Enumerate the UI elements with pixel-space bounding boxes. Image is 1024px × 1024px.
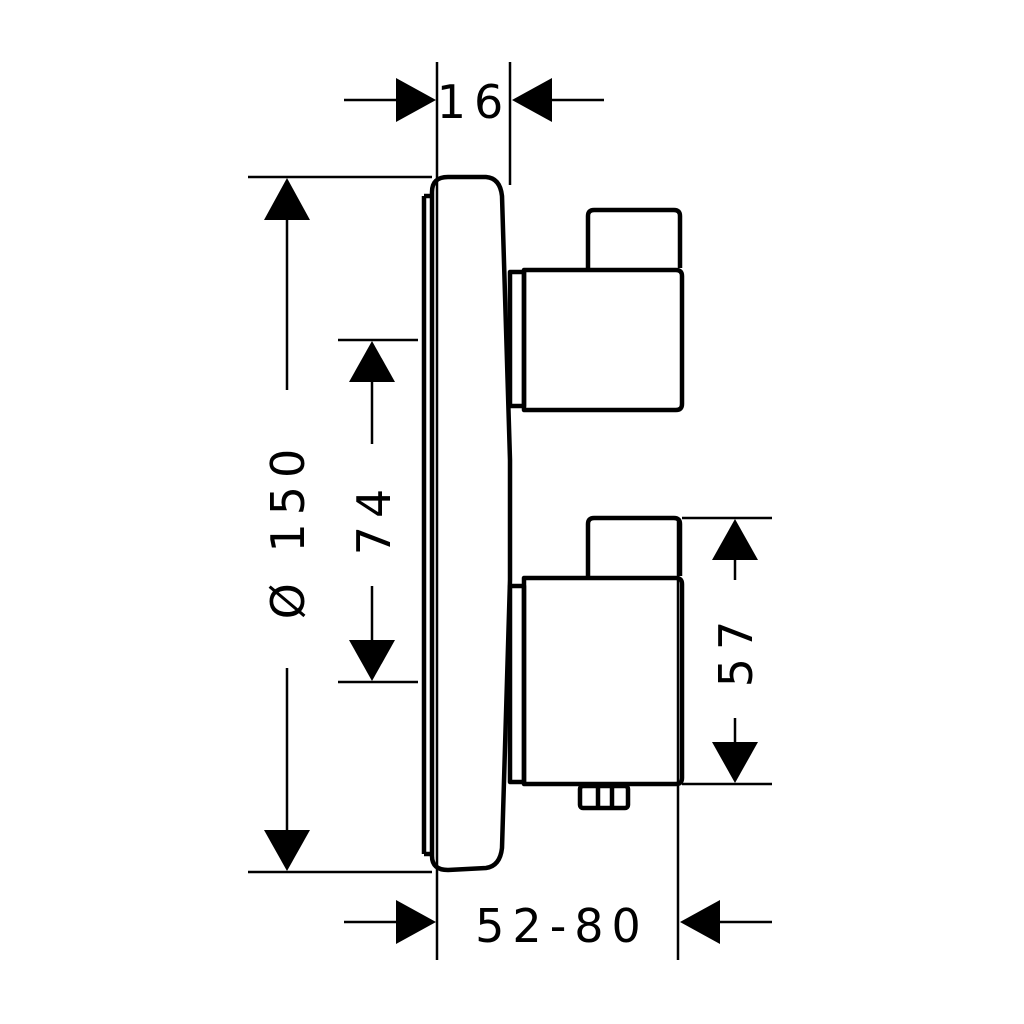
- dimension-52-80-label: 52-80: [475, 899, 649, 953]
- wall-plate: [421, 174, 513, 873]
- arrow-right-icon: [396, 900, 436, 944]
- arrow-down-icon: [264, 830, 310, 871]
- dimension-16: 16: [344, 75, 604, 129]
- dimension-57-label: 57: [709, 613, 763, 688]
- arrow-left-icon: [680, 900, 720, 944]
- dimension-16-label: 16: [437, 75, 512, 129]
- dimension-52-80: 52-80: [344, 899, 772, 953]
- lower-handle: [507, 515, 685, 811]
- arrow-up-icon: [349, 341, 395, 382]
- dimension-74-label: 74: [347, 481, 401, 556]
- upper-handle: [507, 207, 685, 413]
- dimension-diameter-label: Ø 150: [261, 441, 315, 620]
- arrow-right-icon: [396, 78, 436, 122]
- extension-lines: [248, 62, 772, 960]
- outlet-nut: [577, 783, 631, 811]
- arrow-down-icon: [712, 742, 758, 783]
- arrow-up-icon: [264, 178, 310, 220]
- dimension-74: 74: [347, 341, 401, 681]
- arrow-left-icon: [512, 78, 552, 122]
- arrow-down-icon: [349, 640, 395, 681]
- dimension-diameter-150: Ø 150: [261, 178, 315, 871]
- dimension-57: 57: [709, 519, 763, 783]
- arrow-up-icon: [712, 519, 758, 560]
